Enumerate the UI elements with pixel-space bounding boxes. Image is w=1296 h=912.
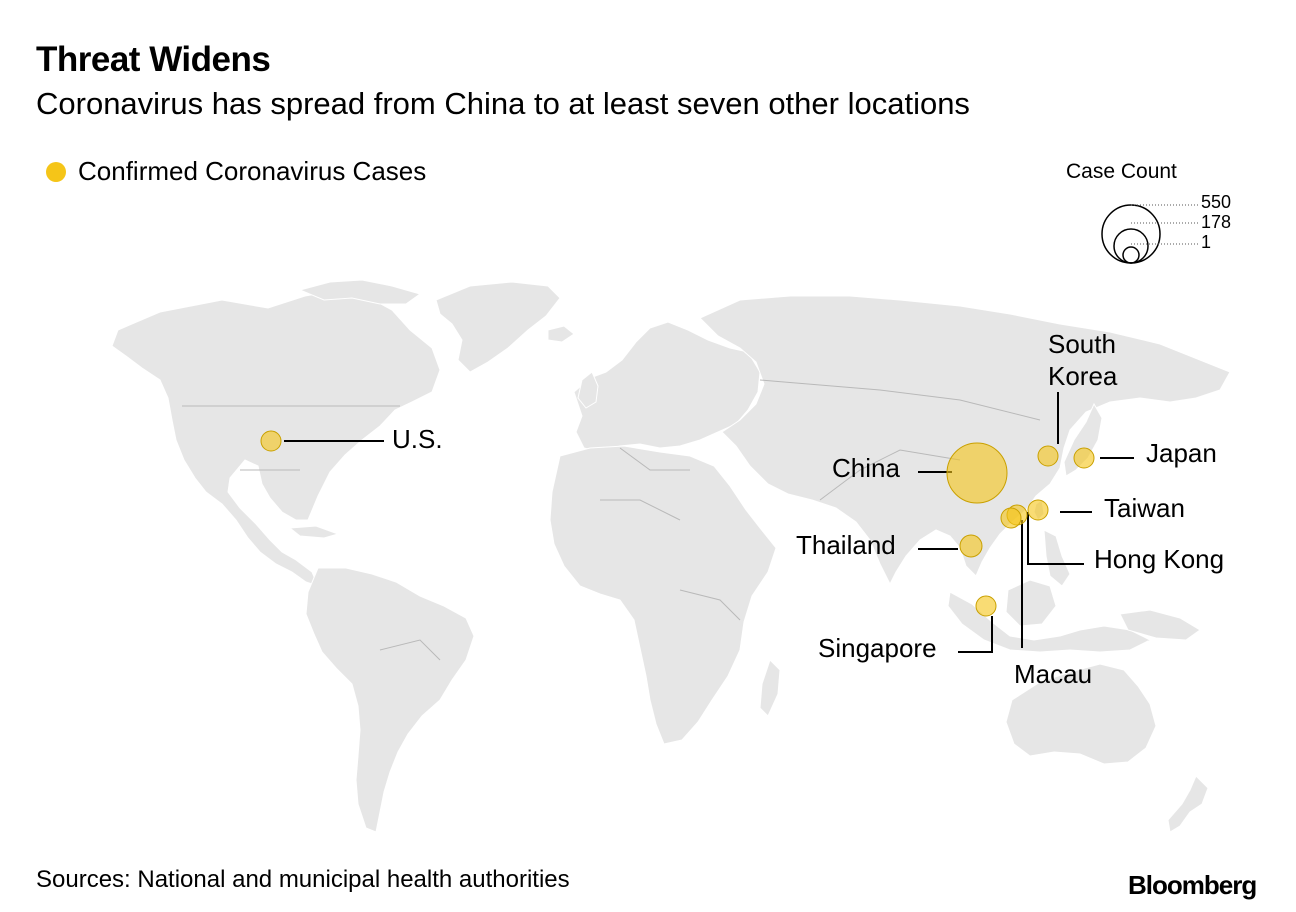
- size-legend-title: Case Count: [1066, 160, 1177, 183]
- bubble-us: [260, 430, 282, 452]
- land-arctic-islands: [298, 279, 422, 305]
- chart-subtitle: Coronavirus has spread from China to at …: [36, 86, 970, 121]
- country-borders: [182, 379, 1041, 661]
- land-new-guinea: [1119, 609, 1201, 641]
- legend-label: Confirmed Coronavirus Cases: [78, 156, 427, 186]
- bubble-china: [946, 442, 1008, 504]
- source-note: Sources: National and municipal health a…: [36, 866, 570, 893]
- leader-hong-kong: [1027, 512, 1084, 565]
- land-uk: [577, 371, 599, 409]
- bubble-japan: [1073, 447, 1095, 469]
- label-thailand: Thailand: [796, 530, 896, 560]
- land-madagascar: [759, 659, 781, 717]
- bloomberg-logo: Bloomberg: [1128, 870, 1257, 900]
- case-bubbles: [260, 430, 1095, 617]
- land-cuba: [288, 525, 340, 539]
- leader-singapore: [958, 616, 993, 653]
- bubble-taiwan: [1027, 499, 1049, 521]
- size-circle-1: [1122, 246, 1140, 264]
- label-singapore: Singapore: [818, 633, 937, 663]
- color-legend: Confirmed Coronavirus Cases: [46, 156, 426, 187]
- land-africa: [549, 445, 777, 745]
- bubble-south-korea: [1037, 445, 1059, 467]
- land-indonesia: [947, 591, 1152, 653]
- size-legend-value-178: 178: [1201, 212, 1232, 232]
- label-japan: Japan: [1146, 438, 1217, 468]
- land-borneo: [1005, 579, 1057, 627]
- label-hong-kong: Hong Kong: [1094, 544, 1225, 574]
- land-layer: [111, 279, 1231, 833]
- label-south-korea: South Korea: [1048, 329, 1118, 391]
- size-legend-value-550: 550: [1201, 192, 1232, 212]
- land-greenland: [435, 281, 561, 373]
- size-legend-circles: [1101, 204, 1161, 264]
- land-philippines: [1043, 529, 1071, 587]
- legend-swatch: [46, 161, 66, 182]
- label-china: China: [832, 453, 900, 483]
- bubble-singapore: [975, 595, 997, 617]
- bubble-thailand: [959, 534, 983, 558]
- label-us: U.S.: [392, 424, 443, 454]
- land-south-america: [305, 567, 475, 833]
- land-australia: [1005, 663, 1157, 765]
- label-macau: Macau: [1014, 659, 1093, 689]
- size-circle-178: [1113, 228, 1149, 264]
- land-new-zealand: [1167, 775, 1209, 833]
- land-iceland: [547, 325, 575, 343]
- size-legend-leaders: [1131, 204, 1198, 245]
- chart-title: Threat Widens: [36, 40, 271, 79]
- size-legend-value-1: 1: [1201, 232, 1212, 252]
- land-asia: [699, 295, 1231, 586]
- leader-lines: [284, 392, 1134, 653]
- label-taiwan: Taiwan: [1104, 493, 1185, 523]
- size-circle-550: [1101, 204, 1161, 264]
- bubble-macau: [1000, 507, 1022, 529]
